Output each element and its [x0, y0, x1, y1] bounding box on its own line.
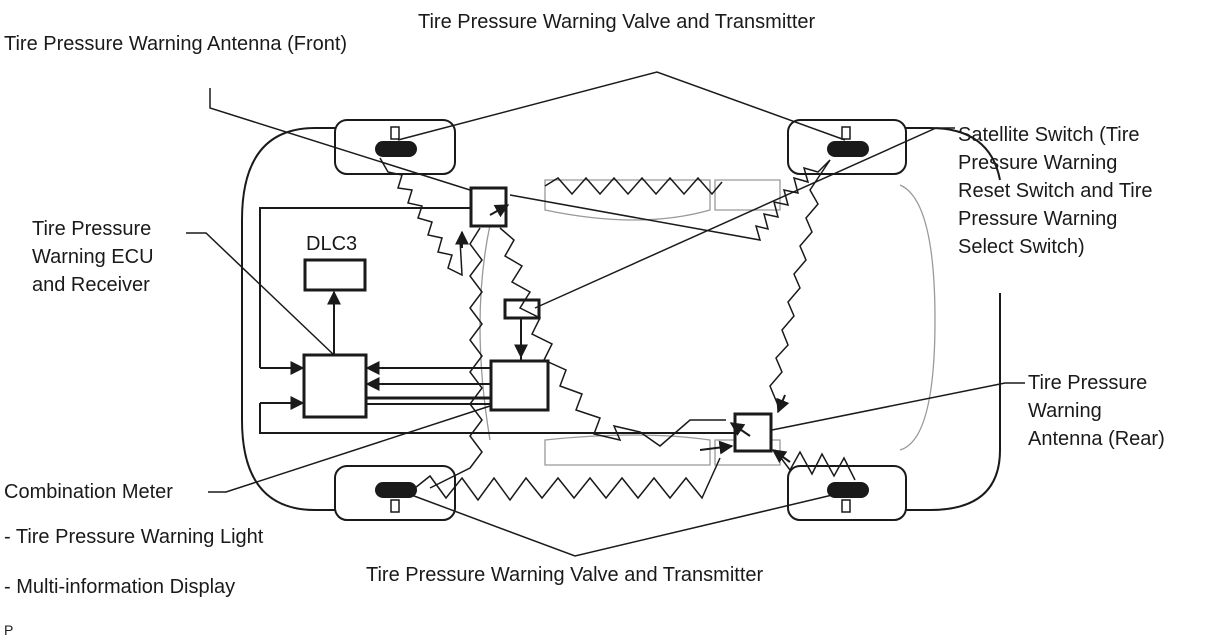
label-satellite-switch: Satellite Switch (Tire Pressure Warning … [958, 124, 1153, 258]
corner-mark: P [4, 622, 14, 638]
combination-meter-box [489, 359, 550, 412]
valve-front-right [827, 141, 869, 157]
label-antenna-front: Tire Pressure Warning Antenna (Front) [4, 33, 348, 55]
vehicle-body-outline [241, 127, 1001, 511]
antenna-front-box [469, 186, 508, 228]
leader-lines [186, 71, 1025, 557]
label-warning-light: - Tire Pressure Warning Light [4, 526, 264, 548]
valve-front-left [375, 141, 417, 157]
label-multi-information-display: - Multi-information Display [4, 576, 236, 598]
components [302, 186, 773, 453]
valve-rear-right [827, 482, 869, 498]
label-antenna-rear: Tire Pressure Warning Antenna (Rear) [1028, 372, 1165, 450]
label-valve-bottom: Tire Pressure Warning Valve and Transmit… [366, 564, 764, 586]
dlc3-box [303, 258, 367, 292]
label-combination-meter: Combination Meter [4, 481, 173, 503]
label-valve-top: Tire Pressure Warning Valve and Transmit… [418, 11, 816, 33]
label-ecu: Tire Pressure Warning ECU and Receiver [32, 218, 154, 296]
vehicle-interior-outline [479, 179, 936, 466]
ecu-box [302, 353, 368, 419]
valve-rear-left [375, 482, 417, 498]
radio-signals [379, 157, 856, 502]
antenna-rear-box [733, 412, 773, 453]
label-dlc3: DLC3 [306, 233, 358, 255]
valve-transmitters [375, 141, 869, 498]
